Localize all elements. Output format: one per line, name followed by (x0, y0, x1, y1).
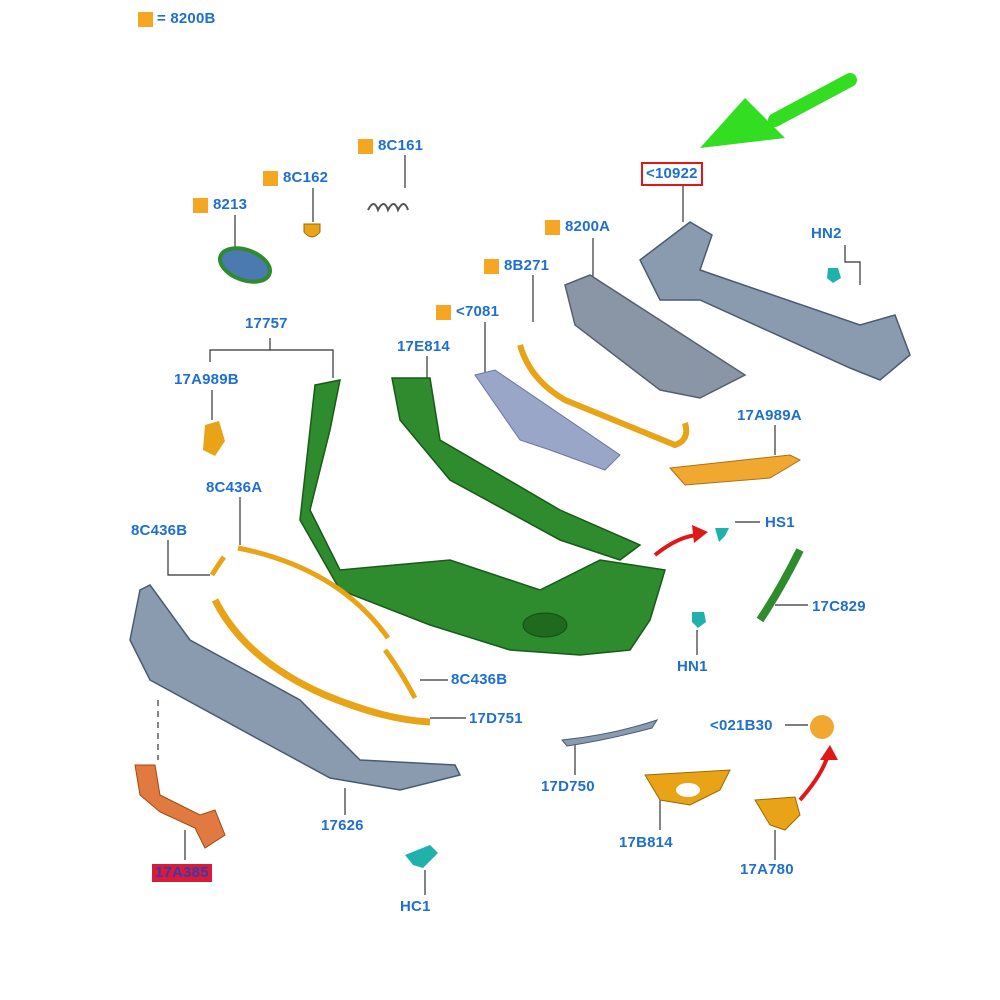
red-arrowhead-hs1 (692, 525, 708, 543)
label-8c436a: 8C436A (206, 479, 263, 496)
label-17a385: 17A385 (152, 864, 212, 882)
square-7081 (436, 305, 451, 320)
label-17757: 17757 (245, 315, 288, 332)
leader-17757b (270, 349, 334, 378)
strip-8c436a (237, 545, 391, 640)
label-hs1: HS1 (765, 514, 795, 531)
label-021b30: <021B30 (710, 717, 773, 734)
strip-17d751 (211, 598, 431, 726)
lowergrille-17626 (129, 584, 462, 791)
red-arrowhead-17a780 (820, 745, 838, 760)
label-17626: 17626 (321, 817, 364, 834)
bumper-17757 (299, 379, 666, 656)
label-17a989b: 17A989B (174, 371, 239, 388)
leader-hn2 (844, 245, 861, 285)
strip-8c436b-left (209, 555, 227, 577)
clip-hn2 (827, 268, 841, 283)
square-8c161 (358, 139, 373, 154)
plate-7081 (474, 369, 621, 471)
label-8c436b: 8C436B (451, 671, 508, 688)
label-17b814: 17B814 (619, 834, 673, 851)
clip-hn1 (692, 612, 706, 628)
badge-8213 (218, 246, 272, 284)
green-arrow (768, 73, 857, 127)
strip-8b271 (517, 344, 690, 449)
strip-8c436b (382, 648, 418, 700)
label-17e814: 17E814 (397, 338, 450, 355)
label-17d751: 17D751 (469, 710, 523, 727)
label-8b271: 8B271 (504, 257, 550, 274)
leader-8c436b-left (167, 540, 210, 576)
clip-hc1 (405, 845, 438, 868)
grille-8200a (564, 274, 747, 399)
leader-17757 (209, 338, 271, 362)
cap-021b30 (810, 715, 834, 739)
label-8c436b-left: 8C436B (131, 522, 188, 539)
label-8c161: 8C161 (378, 137, 424, 154)
reflector-17a989a (668, 454, 802, 486)
beam-10922 (639, 221, 911, 381)
bracket-17a780 (754, 796, 801, 831)
label-7081: <7081 (456, 303, 500, 320)
foglamp-hole (522, 612, 568, 638)
label-17a989a: 17A989A (737, 407, 802, 424)
strip-17d750 (561, 719, 659, 747)
legend-text: = 8200B (157, 10, 216, 27)
label-17c829: 17C829 (812, 598, 866, 615)
bezel-hole (676, 783, 700, 797)
square-8b271 (484, 259, 499, 274)
label-10922: <10922 (641, 162, 703, 186)
label-hc1: HC1 (400, 898, 431, 915)
label-8c162: 8C162 (283, 169, 329, 186)
support-17e814 (391, 377, 642, 561)
clip-8c162 (303, 223, 321, 238)
reflector-17a989b (203, 421, 225, 456)
label-8213: 8213 (213, 196, 248, 213)
spring-8c161 (367, 203, 409, 213)
bracket-17a385 (134, 764, 226, 849)
label-8200a: 8200A (565, 218, 611, 235)
square-8200a (545, 220, 560, 235)
square-8c162 (263, 171, 278, 186)
label-17a780: 17A780 (740, 861, 794, 878)
strip-17c829 (756, 548, 804, 623)
label-hn2: HN2 (811, 225, 842, 242)
label-hn1: HN1 (677, 658, 708, 675)
legend-swatch (138, 12, 153, 27)
clip-hs1 (715, 528, 729, 542)
red-arrow-17a780 (798, 754, 830, 802)
label-17d750: 17D750 (541, 778, 595, 795)
red-arrow-hs1 (653, 533, 701, 557)
square-8213 (193, 198, 208, 213)
green-arrowhead (700, 98, 785, 148)
